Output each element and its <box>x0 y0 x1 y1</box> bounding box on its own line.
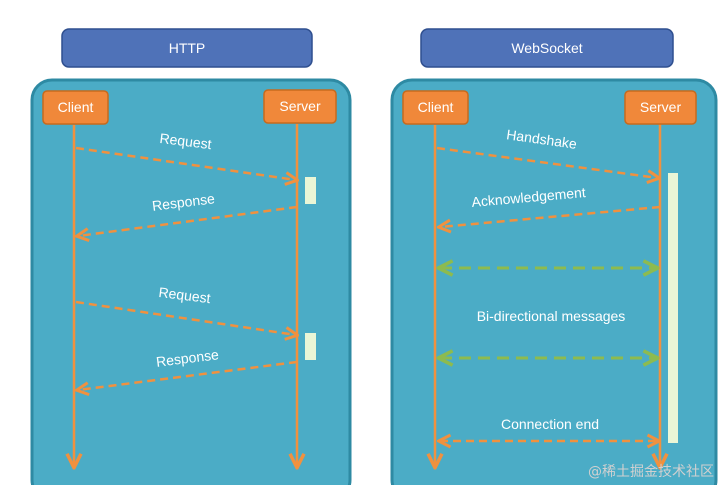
ws-connection-end-label: Connection end <box>501 416 599 432</box>
ws-bidirectional-label: Bi-directional messages <box>477 308 626 324</box>
http-response-label-2: Response <box>155 346 220 370</box>
http-server-label: Server <box>279 98 321 114</box>
http-request-label-2: Request <box>158 284 212 306</box>
http-response-arrow-1 <box>78 205 298 236</box>
http-client-box <box>42 90 109 125</box>
ws-acknowledgement-arrow <box>440 205 661 227</box>
http-activation-2 <box>305 333 316 360</box>
http-request-label-1: Request <box>159 130 213 152</box>
http-request-arrow-2 <box>75 300 296 335</box>
http-server-box <box>263 89 337 124</box>
http-response-arrow-2 <box>78 360 298 390</box>
ws-client-label: Client <box>418 99 454 115</box>
http-client-label: Client <box>58 99 94 115</box>
websocket-panel <box>390 78 718 485</box>
http-request-arrow-1 <box>75 146 296 180</box>
http-section: HTTP Client Server Request Response Requ… <box>30 28 352 485</box>
watermark: @稀土掘金技术社区 <box>588 464 714 480</box>
http-title: HTTP <box>169 40 206 56</box>
ws-activation <box>668 173 678 443</box>
ws-server-box <box>624 90 697 125</box>
http-panel <box>30 78 352 485</box>
websocket-section: WebSocket Client Server Handshake Acknow… <box>390 28 718 485</box>
ws-server-label: Server <box>640 99 682 115</box>
websocket-header <box>420 28 674 68</box>
http-response-label-1: Response <box>151 190 216 214</box>
http-header <box>61 28 313 68</box>
ws-handshake-arrow <box>436 146 658 178</box>
websocket-title: WebSocket <box>511 40 582 56</box>
http-activation-1 <box>305 177 316 204</box>
ws-client-box <box>402 90 469 125</box>
